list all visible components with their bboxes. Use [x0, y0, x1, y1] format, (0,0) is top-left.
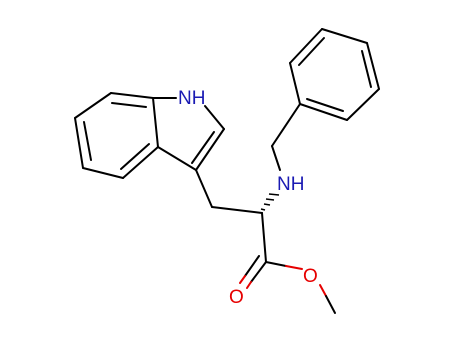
bond: [74, 92, 112, 119]
bond: [152, 97, 159, 148]
indole-nh-label: NH: [178, 88, 205, 109]
bond: [250, 261, 267, 283]
bond: [204, 105, 225, 130]
bond: [261, 212, 267, 263]
bond: [195, 169, 213, 208]
bond: [271, 145, 281, 171]
double-bond-inner: [244, 255, 260, 277]
indole-pyrrole-ring: [152, 97, 225, 171]
double-bond-inner: [191, 131, 215, 164]
double-bond-inner: [298, 37, 325, 66]
bond: [74, 117, 84, 169]
bond: [289, 62, 301, 105]
bond: [366, 42, 380, 90]
bond: [246, 281, 252, 289]
ester-group: [239, 255, 336, 314]
bond: [271, 103, 301, 147]
hashed-wedge-bond: [260, 193, 280, 214]
double-bond-inner: [306, 98, 344, 112]
bond: [346, 88, 380, 121]
bond: [289, 28, 323, 64]
bond: [299, 103, 348, 121]
wedge-hash: [268, 193, 280, 196]
double-bond-inner: [239, 275, 246, 284]
bond: [157, 146, 197, 171]
bond: [321, 28, 368, 44]
double-bond-inner: [120, 143, 150, 170]
wedge-hash: [265, 198, 275, 201]
bond: [110, 92, 154, 99]
benzyl-group: [271, 28, 380, 171]
double-bond-inner: [111, 102, 147, 108]
bond: [265, 261, 287, 267]
bond: [82, 167, 124, 179]
ester-oxygen-label: O: [303, 266, 318, 287]
wedge-hash: [260, 208, 266, 211]
carbonyl-oxygen-label: O: [229, 287, 244, 308]
side-chain: [195, 169, 280, 263]
double-bond-inner: [83, 121, 92, 161]
bond: [122, 146, 159, 179]
wedge-hash: [263, 203, 271, 206]
bond: [285, 265, 303, 270]
double-bond-inner: [361, 50, 372, 88]
bond: [319, 284, 327, 297]
indole-benzene-ring: [74, 92, 159, 179]
bond: [211, 206, 263, 214]
amine-nh-label: NH: [277, 174, 304, 195]
bond: [325, 295, 336, 314]
bond: [195, 128, 225, 171]
